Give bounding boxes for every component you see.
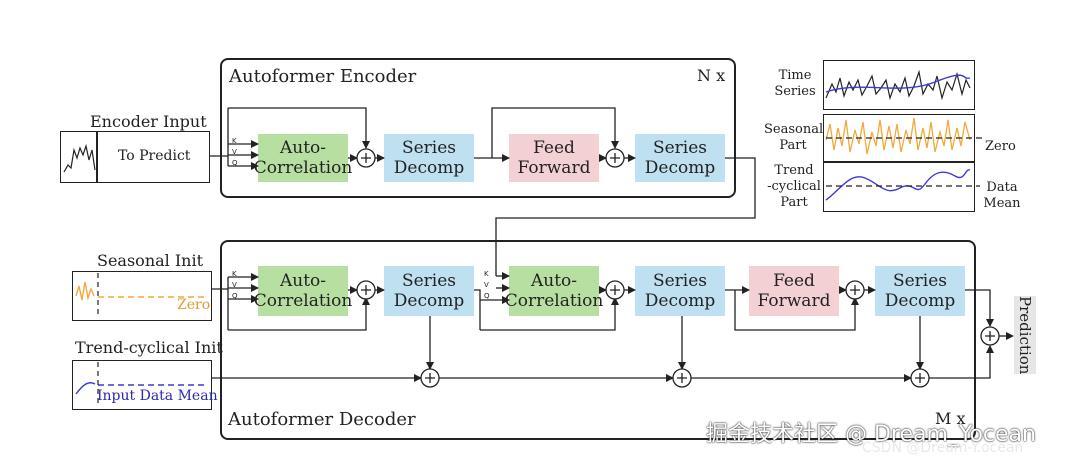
adder-group bbox=[356, 148, 1000, 388]
encoder-series-decomp-block-1: Series Decomp bbox=[384, 134, 474, 182]
to-predict-label: To Predict bbox=[118, 148, 191, 164]
legend-seasonal-label: Seasonal Part bbox=[764, 122, 824, 153]
encoder-input-box bbox=[60, 131, 210, 183]
decoder-q-label-1: Q bbox=[232, 292, 238, 300]
seasonal-init-box bbox=[72, 271, 212, 321]
decoder-q-label-2: Q bbox=[484, 292, 490, 300]
encoder-input-label: Encoder Input bbox=[90, 112, 207, 131]
legend-seasonal-box bbox=[823, 114, 975, 162]
decoder-repeat: M x bbox=[935, 409, 966, 428]
prediction-box bbox=[1014, 296, 1036, 374]
decoder-title: Autoformer Decoder bbox=[228, 409, 416, 430]
decoder-feed-forward-block: Feed Forward bbox=[749, 266, 839, 316]
decoder-v-label-1: V bbox=[232, 281, 237, 289]
decoder-v-label-2: V bbox=[484, 281, 489, 289]
trend-init-label: Trend-cyclical Init bbox=[75, 338, 223, 357]
encoder-input-divider bbox=[96, 131, 98, 183]
encoder-q-label: Q bbox=[232, 159, 238, 167]
seasonal-zero-label: Zero bbox=[177, 297, 211, 313]
legend-time-series-box bbox=[823, 60, 975, 110]
encoder-series-decomp-block-2: Series Decomp bbox=[635, 134, 725, 182]
encoder-repeat: N x bbox=[697, 66, 726, 85]
encoder-feed-forward-block: Feed Forward bbox=[509, 134, 599, 182]
legend-trend-box bbox=[823, 162, 975, 212]
decoder-k-label-2: K bbox=[484, 270, 489, 278]
decoder-series-decomp-block-2: Series Decomp bbox=[635, 266, 725, 316]
legend-zero-label: Zero bbox=[985, 139, 1016, 154]
legend-time-series-label: Time Series bbox=[774, 68, 816, 99]
encoder-panel bbox=[220, 58, 736, 198]
seasonal-init-label: Seasonal Init bbox=[97, 251, 204, 270]
decoder-auto-correlation-block-1: Auto- Correlation bbox=[254, 266, 352, 316]
legend-data-mean-label: Data Mean bbox=[983, 180, 1021, 211]
decoder-series-decomp-block-3: Series Decomp bbox=[875, 266, 965, 316]
watermark-main: 掘金技术社区 @ Dream_Yocean bbox=[706, 422, 1036, 447]
decoder-k-label-1: K bbox=[232, 270, 237, 278]
trend-init-box bbox=[72, 360, 212, 410]
encoder-k-label: K bbox=[232, 137, 237, 145]
watermark-sub: CSDN @Dream-Y.ocean bbox=[862, 440, 1024, 456]
decoder-panel bbox=[220, 240, 976, 440]
encoder-title: Autoformer Encoder bbox=[229, 66, 417, 87]
decoder-auto-correlation-block-2: Auto- Correlation bbox=[505, 266, 603, 316]
legend-trend-label: Trend -cyclical Part bbox=[767, 163, 821, 210]
encoder-auto-correlation-block: Auto- Correlation bbox=[254, 134, 352, 182]
decoder-series-decomp-block-1: Series Decomp bbox=[384, 266, 474, 316]
trend-mean-label: Input Data Mean bbox=[97, 388, 218, 404]
encoder-v-label: V bbox=[232, 148, 237, 156]
